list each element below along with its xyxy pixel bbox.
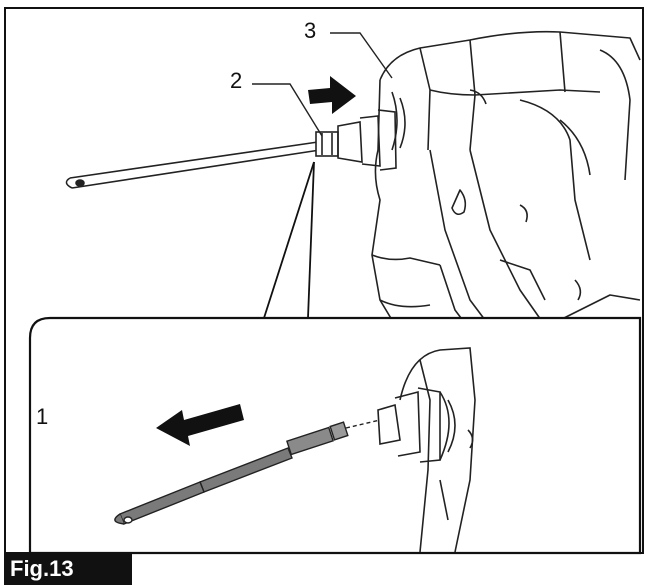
arrow-left-icon bbox=[156, 404, 244, 446]
figure-label: Fig.13 bbox=[4, 553, 132, 585]
arrow-right-icon bbox=[308, 76, 356, 114]
inset-bit bbox=[114, 419, 381, 525]
callout-2: 2 bbox=[230, 68, 243, 93]
zoom-lines bbox=[263, 161, 315, 319]
callout-1: 1 bbox=[36, 404, 49, 429]
callout-3: 3 bbox=[304, 18, 317, 43]
inset-tool-nose bbox=[377, 347, 476, 553]
upper-bit bbox=[65, 109, 397, 189]
